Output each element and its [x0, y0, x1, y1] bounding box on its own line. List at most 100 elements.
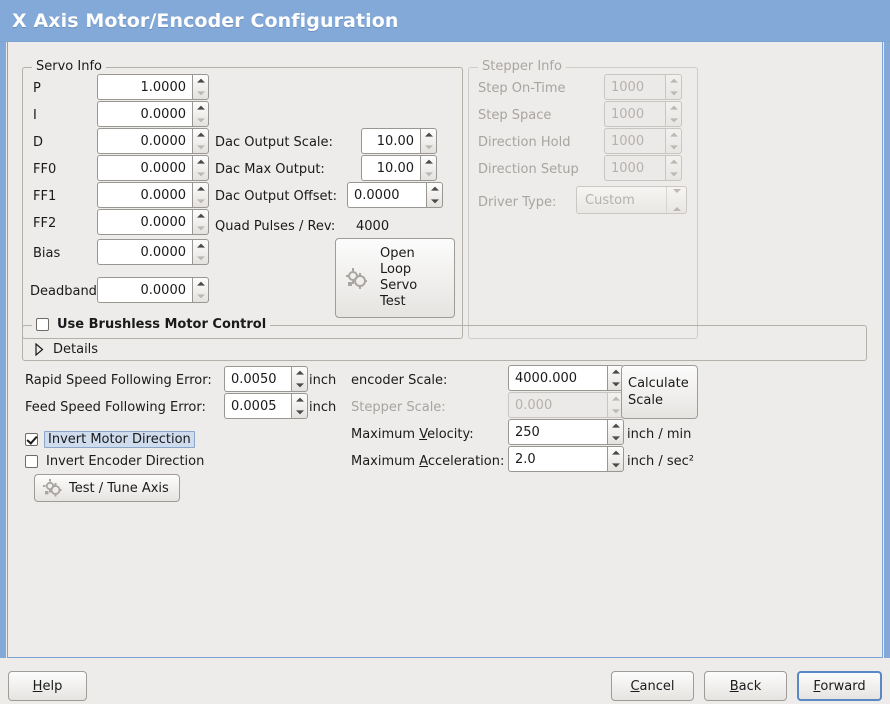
maximum-velocity-spin[interactable]: 250	[508, 419, 624, 445]
spin-up-icon[interactable]	[608, 447, 623, 459]
servo-spin-ff2-stepper[interactable]	[192, 209, 209, 235]
spin-up-icon[interactable]	[608, 420, 623, 432]
forward-button-label: Forward	[813, 678, 866, 694]
servo-spin-deadband-stepper[interactable]	[192, 277, 209, 303]
cancel-button[interactable]: Cancel	[611, 671, 694, 701]
spin-up-icon[interactable]	[193, 129, 208, 141]
checkbox-box[interactable]	[25, 433, 38, 446]
spin-up-icon[interactable]	[193, 210, 208, 222]
rapid-following-error-stepper[interactable]	[291, 366, 308, 392]
help-button[interactable]: Help	[8, 671, 87, 701]
dac-output-offset-value[interactable]: 0.0000	[347, 182, 426, 208]
maximum-acceleration-spin[interactable]: 2.0	[508, 446, 624, 472]
spin-up-icon[interactable]	[193, 156, 208, 168]
servo-spin-ff2[interactable]: 0.0000	[97, 209, 209, 235]
spin-down-icon[interactable]	[292, 406, 307, 418]
calculate-scale-button[interactable]: Calculate Scale	[621, 365, 698, 419]
spin-up-icon[interactable]	[292, 394, 307, 406]
servo-spin-d-stepper[interactable]	[192, 128, 209, 154]
servo-spin-p-value[interactable]: 1.0000	[97, 74, 192, 100]
maximum-velocity-label: Maximum Velocity:	[351, 428, 474, 442]
stepper-scale-value: 0.000	[508, 392, 607, 418]
feed-following-error-stepper[interactable]	[291, 393, 308, 419]
servo-spin-ff1[interactable]: 0.0000	[97, 182, 209, 208]
chevron-right-icon[interactable]	[34, 342, 44, 357]
maximum-velocity-stepper[interactable]	[607, 419, 624, 445]
dac-output-scale-stepper[interactable]	[420, 128, 437, 154]
spin-down-icon[interactable]	[193, 222, 208, 234]
spin-down-icon[interactable]	[292, 379, 307, 391]
servo-spin-ff0[interactable]: 0.0000	[97, 155, 209, 181]
spin-down-icon[interactable]	[193, 195, 208, 207]
spin-down-icon[interactable]	[421, 168, 436, 180]
spin-down-icon[interactable]	[421, 141, 436, 153]
spin-down-icon[interactable]	[427, 195, 442, 207]
spin-down-icon[interactable]	[608, 432, 623, 444]
spin-up-icon[interactable]	[421, 129, 436, 141]
dac-max-output-stepper[interactable]	[420, 155, 437, 181]
encoder-scale-spin[interactable]: 4000.000	[508, 365, 624, 391]
invert-encoder-direction-checkbox[interactable]: Invert Encoder Direction	[25, 454, 204, 469]
spin-up-icon[interactable]	[193, 240, 208, 252]
spin-down-icon	[666, 114, 681, 126]
servo-spin-i[interactable]: 0.0000	[97, 101, 209, 127]
feed-following-error-value[interactable]: 0.0005	[224, 393, 291, 419]
rapid-following-error-value[interactable]: 0.0050	[224, 366, 291, 392]
servo-spin-ff0-stepper[interactable]	[192, 155, 209, 181]
maximum-velocity-units: inch / min	[627, 427, 692, 442]
servo-spin-p[interactable]: 1.0000	[97, 74, 209, 100]
spin-up-icon[interactable]	[193, 102, 208, 114]
cancel-button-label: Cancel	[630, 678, 675, 694]
spin-up-icon[interactable]	[292, 367, 307, 379]
servo-spin-p-stepper[interactable]	[192, 74, 209, 100]
dac-output-scale-spin[interactable]: 10.00	[361, 128, 437, 154]
invert-motor-direction-checkbox[interactable]: Invert Motor Direction	[25, 431, 195, 448]
servo-spin-ff1-stepper[interactable]	[192, 182, 209, 208]
servo-spin-d[interactable]: 0.0000	[97, 128, 209, 154]
spin-up-icon[interactable]	[193, 75, 208, 87]
dac-max-output-value[interactable]: 10.00	[361, 155, 420, 181]
spin-up-icon[interactable]	[193, 183, 208, 195]
forward-button[interactable]: Forward	[797, 671, 882, 701]
servo-spin-d-value[interactable]: 0.0000	[97, 128, 192, 154]
details-expander[interactable]: Details	[34, 342, 98, 357]
encoder-scale-value[interactable]: 4000.000	[508, 365, 607, 391]
maximum-acceleration-value[interactable]: 2.0	[508, 446, 607, 472]
back-button[interactable]: Back	[704, 671, 787, 701]
rapid-following-error-spin[interactable]: 0.0050	[224, 366, 308, 392]
test-tune-axis-button[interactable]: Test / Tune Axis	[34, 474, 180, 502]
spin-down-icon[interactable]	[193, 290, 208, 302]
dac-output-offset-spin[interactable]: 0.0000	[347, 182, 443, 208]
dac-max-output-spin[interactable]: 10.00	[361, 155, 437, 181]
open-loop-servo-test-button[interactable]: Open Loop Servo Test	[335, 238, 455, 318]
dac-output-offset-stepper[interactable]	[426, 182, 443, 208]
spin-up-icon[interactable]	[427, 183, 442, 195]
servo-spin-bias[interactable]: 0.0000	[97, 239, 209, 265]
servo-spin-i-value[interactable]: 0.0000	[97, 101, 192, 127]
spin-up-icon[interactable]	[193, 278, 208, 290]
servo-spin-deadband[interactable]: 0.0000	[97, 277, 209, 303]
spin-down-icon[interactable]	[193, 114, 208, 126]
checkbox-box[interactable]	[25, 455, 38, 468]
spin-down-icon[interactable]	[193, 252, 208, 264]
dac-output-scale-value[interactable]: 10.00	[361, 128, 420, 154]
step-on-time-label: Step On-Time	[478, 81, 566, 96]
spin-down-icon[interactable]	[608, 459, 623, 471]
spin-down-icon[interactable]	[193, 141, 208, 153]
spin-up-icon[interactable]	[421, 156, 436, 168]
servo-spin-i-stepper[interactable]	[192, 101, 209, 127]
checkbox-box[interactable]	[36, 318, 49, 331]
feed-following-error-spin[interactable]: 0.0005	[224, 393, 308, 419]
servo-spin-ff1-value[interactable]: 0.0000	[97, 182, 192, 208]
use-brushless-motor-control-checkbox[interactable]: Use Brushless Motor Control	[32, 317, 271, 332]
spin-down-icon[interactable]	[193, 168, 208, 180]
spin-down-icon[interactable]	[193, 87, 208, 99]
servo-spin-bias-stepper[interactable]	[192, 239, 209, 265]
maximum-acceleration-stepper[interactable]	[607, 446, 624, 472]
spin-down-icon	[666, 141, 681, 153]
servo-spin-bias-value[interactable]: 0.0000	[97, 239, 192, 265]
servo-spin-deadband-value[interactable]: 0.0000	[97, 277, 192, 303]
servo-spin-ff0-value[interactable]: 0.0000	[97, 155, 192, 181]
maximum-velocity-value[interactable]: 250	[508, 419, 607, 445]
servo-spin-ff2-value[interactable]: 0.0000	[97, 209, 192, 235]
